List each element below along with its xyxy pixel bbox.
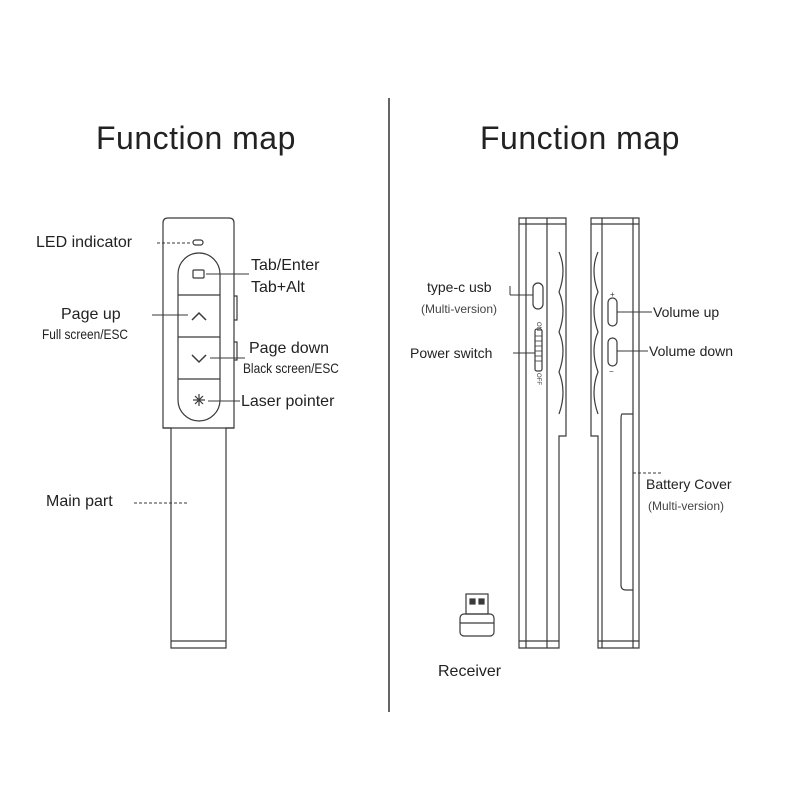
power-switch [534, 328, 543, 372]
presenter-side-view-left [509, 217, 567, 649]
button-bulges-2 [593, 251, 599, 415]
receiver-plug [465, 593, 489, 615]
receiver-label: Receiver [438, 663, 502, 680]
volume-down-button [607, 337, 618, 367]
battery-cover [620, 413, 633, 591]
receiver-contact-2 [478, 598, 485, 605]
full-screen-label: Full screen/ESC [42, 326, 128, 342]
volume-plus-mark: + [610, 290, 615, 299]
button-bulges-1 [558, 251, 564, 415]
power-switch-label: Power switch [410, 345, 493, 361]
receiver-contact-1 [469, 598, 476, 605]
black-screen-label: Black screen/ESC [243, 360, 339, 376]
tab-alt-label: Tab+Alt [251, 279, 305, 296]
volume-down-label: Volume down [649, 343, 734, 359]
side-body-outline-2 [590, 217, 640, 649]
type-c-label: type-c usb [427, 279, 492, 295]
volume-minus-mark: − [609, 367, 614, 376]
led-indicator-label: LED indicator [36, 234, 133, 251]
volume-up-label: Volume up [653, 304, 720, 320]
led-indicator [192, 239, 204, 246]
right-title: Function map [480, 120, 680, 156]
switch-off-mark: OFF [535, 373, 541, 385]
tab-enter-icon [192, 269, 205, 279]
side-bump-right-2 [234, 341, 238, 361]
battery-cover-label: Battery Cover [646, 476, 732, 492]
volume-up-button [607, 297, 618, 327]
presenter-side-view-right [590, 217, 662, 649]
page-up-label: Page up [61, 306, 121, 323]
tab-enter-label: Tab/Enter [251, 257, 320, 274]
presenter-front-view [134, 217, 249, 649]
side-bump-right [234, 295, 238, 321]
type-c-port [532, 282, 544, 310]
switch-on-mark: ON [535, 322, 541, 331]
laser-pointer-label: Laser pointer [241, 393, 335, 410]
chevron-down-icon [191, 354, 207, 364]
laser-icon [193, 394, 205, 406]
receiver-body [459, 613, 495, 637]
side-body-outline-1 [518, 217, 567, 649]
page-down-label: Page down [249, 340, 330, 357]
main-part-label: Main part [46, 493, 113, 510]
chevron-up-icon [191, 311, 207, 321]
power-switch-ridges [535, 335, 542, 362]
type-c-multi-version: (Multi-version) [421, 302, 498, 316]
left-title: Function map [96, 120, 296, 156]
usb-receiver [459, 593, 495, 637]
battery-multi-version: (Multi-version) [648, 499, 725, 513]
presenter-body-outline [162, 217, 235, 649]
